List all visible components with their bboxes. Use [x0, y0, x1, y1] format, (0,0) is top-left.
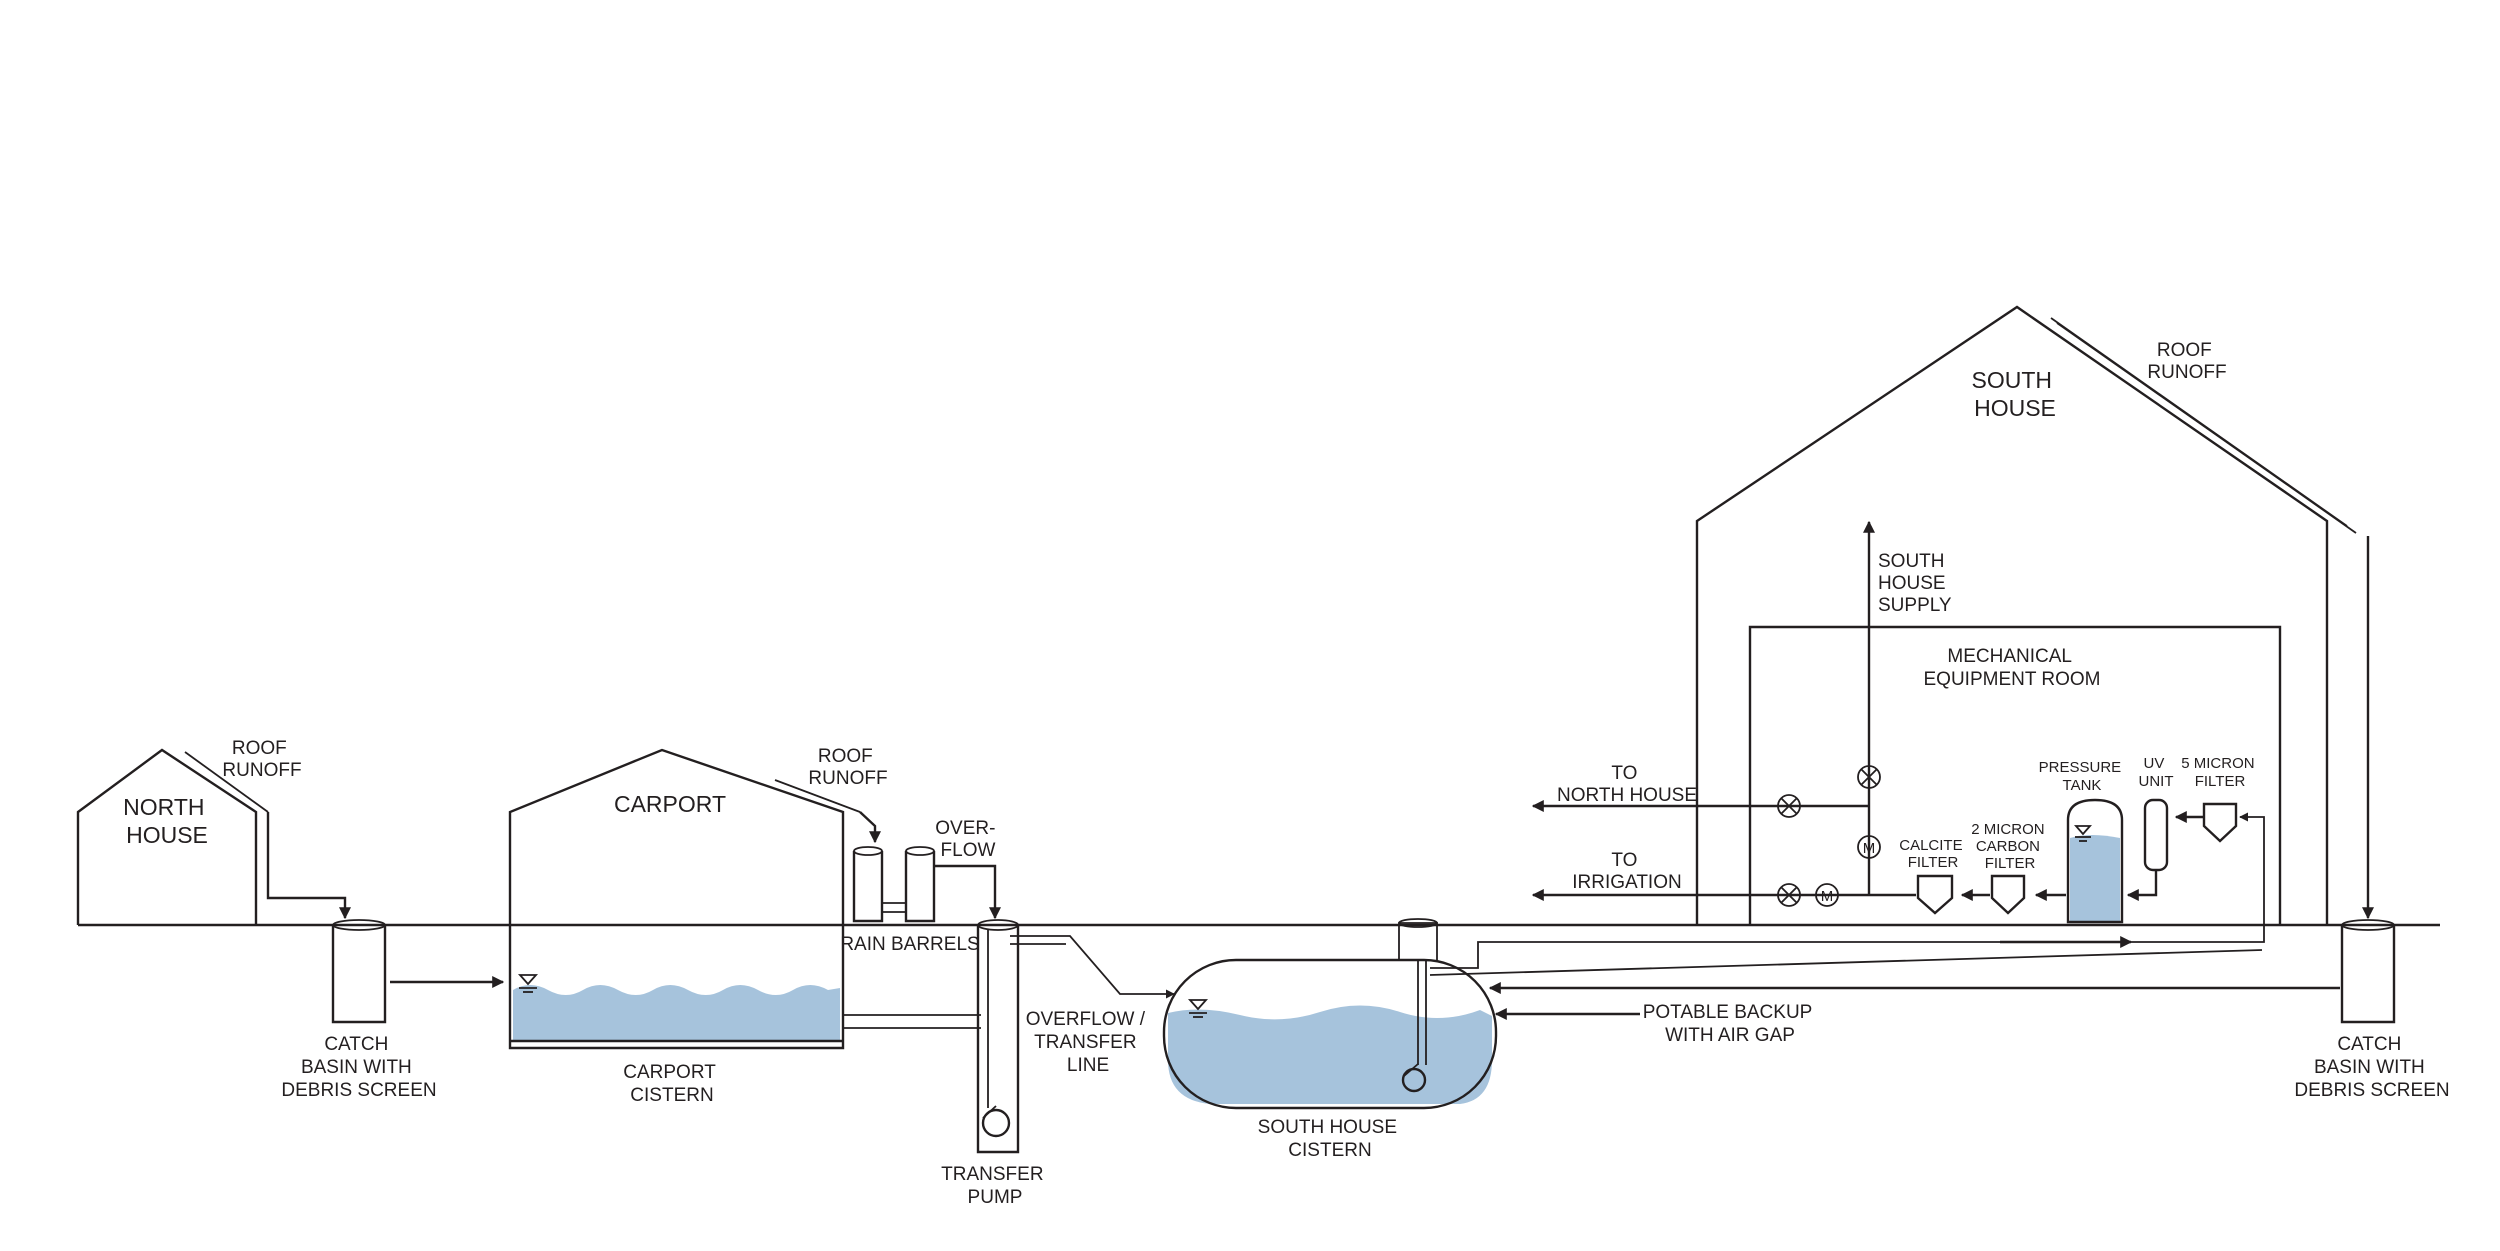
- uv-unit-label: UV UNIT: [2139, 755, 2174, 790]
- catch-basin-right-label: CATCH BASIN WITH DEBRIS SCREEN: [2294, 1034, 2449, 1101]
- uv-unit: UV UNIT: [2139, 755, 2174, 872]
- south-house: SOUTH HOUSE ROOF RUNOFF: [1695, 305, 2357, 925]
- carport-roof-runoff-label: ROOF RUNOFF: [808, 746, 887, 789]
- catch-basin-right: CATCH BASIN WITH DEBRIS SCREEN: [2294, 919, 2450, 1101]
- catch-basin-left-label: CATCH BASIN WITH DEBRIS SCREEN: [281, 1034, 436, 1101]
- supply-meter: M: [1857, 835, 1881, 859]
- irrigation-valve-icon: [1777, 883, 1801, 907]
- carport-roof-downspout: [859, 811, 881, 844]
- transfer-pump-label: TRANSFER PUMP: [941, 1164, 1049, 1208]
- calcite-filter-label: CALCITE FILTER: [1899, 837, 1967, 871]
- transfer-pump-vault: TRANSFER PUMP: [941, 919, 1049, 1208]
- south-house-supply-label: SOUTH HOUSE SUPPLY: [1878, 551, 1952, 616]
- north-house-valve-icon: [1777, 794, 1801, 818]
- to-irrigation-label: TO IRRIGATION: [1572, 850, 1681, 893]
- pressure-tank-label: PRESSURE TANK: [2039, 759, 2126, 794]
- overflow-transfer-line: [1010, 935, 1175, 999]
- five-micron-filter-label: 5 MICRON FILTER: [2181, 755, 2259, 790]
- overflow-label: OVER- FLOW: [935, 818, 1000, 861]
- uv-to-pressure-tank: [2126, 870, 2158, 901]
- potable-backup-label: POTABLE BACKUP WITH AIR GAP: [1643, 1002, 1818, 1046]
- cistern-supply-line: [1430, 812, 2265, 969]
- carport-cistern-label: CARPORT CISTERN: [623, 1062, 721, 1106]
- cistern-pump-icon: [1401, 1067, 1427, 1093]
- calcite-filter: CALCITE FILTER: [1899, 837, 1967, 915]
- to-north-house-label: TO NORTH HOUSE: [1557, 763, 1697, 806]
- carbon-filter: 2 MICRON CARBON FILTER: [1971, 821, 2049, 915]
- five-micron-filter: 5 MICRON FILTER: [2181, 755, 2259, 843]
- north-roof-downspout: [266, 812, 351, 920]
- svg-text:M: M: [1863, 840, 1876, 857]
- water-level-symbol: [517, 974, 539, 993]
- supply-valve-icon: [1857, 765, 1881, 789]
- svg-text:M: M: [1821, 888, 1834, 905]
- carbon-filter-label: 2 MICRON CARBON FILTER: [1971, 821, 2049, 872]
- mechanical-equipment-room: MECHANICAL EQUIPMENT ROOM: [1748, 625, 2282, 925]
- south-house-cistern-label: SOUTH HOUSE CISTERN: [1258, 1117, 1403, 1161]
- north-house: NORTH HOUSE ROOF RUNOFF: [76, 738, 302, 925]
- north-house-label: NORTH HOUSE: [123, 794, 211, 848]
- irrigation-meter: M: [1815, 883, 1839, 907]
- carport: CARPORT ROOF RUNOFF: [508, 746, 888, 925]
- rain-barrel-overflow-pipe: [934, 864, 1001, 920]
- carport-label: CARPORT: [614, 791, 726, 817]
- water-level-symbol: [2074, 825, 2092, 842]
- catch-basin-left: CATCH BASIN WITH DEBRIS SCREEN: [281, 919, 437, 1101]
- overflow-transfer-line-label: OVERFLOW / TRANSFER LINE: [1026, 1009, 1151, 1076]
- north-roof-runoff-label: ROOF RUNOFF: [222, 738, 301, 781]
- carport-cistern: CARPORT CISTERN: [508, 925, 845, 1106]
- mechanical-room-label: MECHANICAL EQUIPMENT ROOM: [1924, 646, 2101, 690]
- south-roof-runoff-label: ROOF RUNOFF: [2147, 340, 2226, 383]
- supply-line-b: [1429, 949, 2263, 976]
- rain-barrels: RAIN BARRELS OVER- FLOW: [840, 818, 1000, 955]
- water-level-symbol: [1187, 999, 1209, 1018]
- pressure-tank: PRESSURE TANK: [2039, 759, 2126, 924]
- rain-barrels-label: RAIN BARRELS: [840, 934, 979, 955]
- south-house-cistern: SOUTH HOUSE CISTERN: [1162, 918, 1498, 1161]
- south-house-label: SOUTH HOUSE: [1972, 367, 2059, 421]
- transfer-pump-icon: [981, 1108, 1011, 1138]
